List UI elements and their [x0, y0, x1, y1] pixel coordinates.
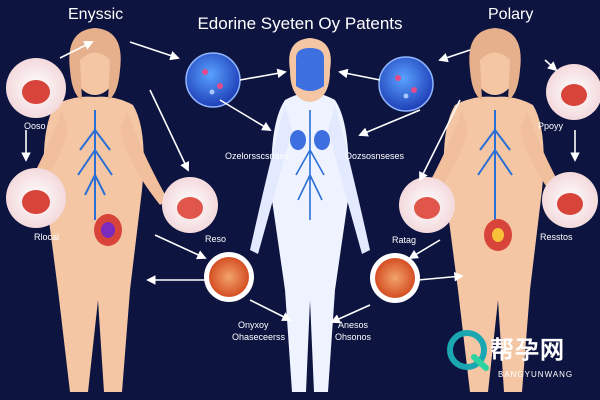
connector-arrows: [21, 41, 580, 324]
label-left-mid-circle: Rlocal: [34, 232, 60, 242]
right-tissue-circle: [370, 253, 420, 303]
left-tissue-circle: [204, 252, 254, 302]
right-center-circle: [399, 177, 455, 233]
right-cell-circle: [378, 56, 434, 112]
label-right-mid-circle: Resstos: [540, 232, 573, 242]
label-center-body-left: Ozelorsscsnaes: [225, 151, 290, 161]
label-bottom-left-line1: Onyxoy: [238, 320, 269, 330]
diagram-title: Edorine Syeten Oy Patents: [197, 14, 403, 33]
right-group-title: Polary: [488, 6, 534, 23]
label-center-lower-left: Reso: [205, 234, 227, 244]
right-top-circle: [546, 64, 600, 120]
label-right-top-circle: Ppoyy: [538, 121, 564, 131]
left-mid-circle: [6, 168, 66, 228]
left-body-figure: [20, 28, 168, 393]
left-group-title: Enyssic: [68, 6, 124, 23]
label-bottom-left-line2: Ohaseceerss: [232, 332, 286, 342]
label-bottom-right-line1: Anesos: [338, 320, 369, 330]
watermark-subtext: BANGYUNWANG: [498, 370, 574, 379]
right-body-figure: [420, 28, 568, 393]
label-left-top-circle: Ooso: [24, 121, 46, 131]
label-center-lower-right: Ratag: [392, 235, 417, 245]
left-center-circle: [162, 177, 218, 233]
watermark-logo-icon: [447, 330, 489, 371]
label-bottom-right-line2: Ohsonos: [335, 332, 372, 342]
left-top-circle: [6, 58, 66, 118]
watermark-text: 帮孕网: [490, 336, 565, 364]
label-center-body-right: Oozsosnseses: [345, 151, 405, 161]
left-cell-circle: [185, 52, 241, 108]
right-mid-circle: [542, 172, 598, 228]
